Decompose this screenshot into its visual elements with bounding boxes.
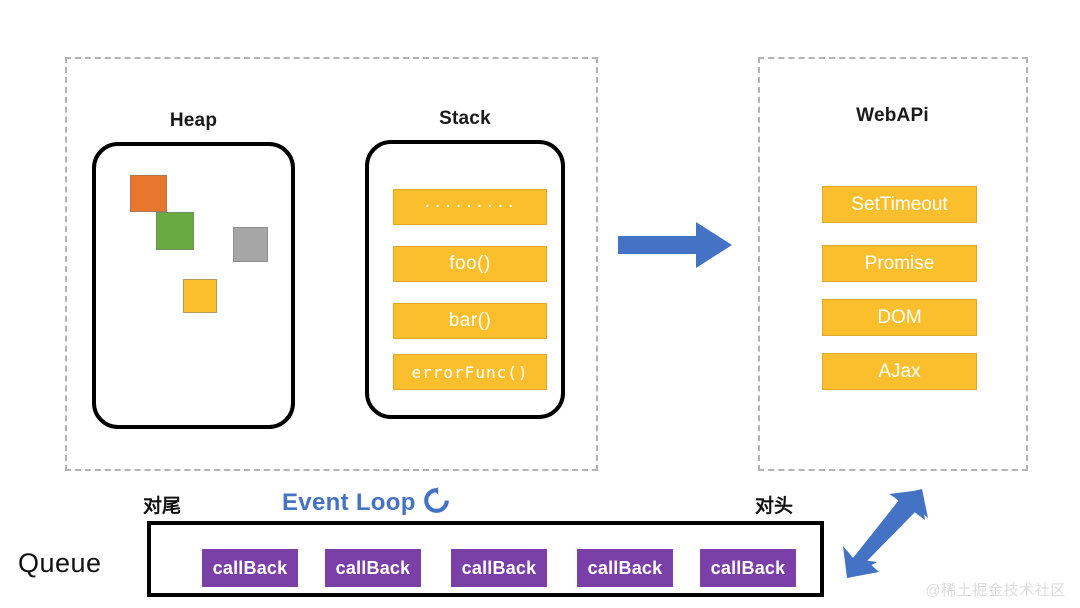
stack-title: Stack: [439, 108, 491, 129]
queue-tail-label: 对尾: [143, 496, 182, 517]
queue-head-label: 对头: [755, 496, 794, 517]
heap-title: Heap: [169, 110, 218, 131]
arrow-down-left-icon: [833, 486, 929, 587]
queue-callback-chip-4: callBack: [577, 549, 673, 587]
queue-callback-chip-3: callBack: [451, 549, 547, 587]
heap-panel: [92, 142, 295, 429]
refresh-loop-icon: [423, 487, 450, 519]
webapi-item-dom: DOM: [822, 299, 977, 336]
event-loop-label: Event Loop: [282, 489, 416, 516]
watermark: @稀土掘金技术社区: [925, 582, 1066, 599]
webapi-container: [758, 57, 1028, 471]
webapi-title: WebAPi: [856, 105, 929, 126]
queue-callback-chip-2: callBack: [325, 549, 421, 587]
queue-callback-chip-5: callBack: [700, 549, 796, 587]
stack-frame-bar: bar(): [393, 303, 547, 339]
stack-frame-errorfunc: errorFunc(): [393, 354, 547, 390]
webapi-item-ajax: AJax: [822, 353, 977, 390]
heap-block-orange: [130, 175, 167, 212]
heap-block-yellow: [183, 279, 217, 313]
queue-label: Queue: [18, 548, 102, 578]
arrow-right-icon: [618, 216, 734, 279]
heap-block-gray: [233, 227, 268, 262]
event-loop-group: Event Loop: [282, 487, 450, 519]
webapi-item-settimeout: SetTimeout: [822, 186, 977, 223]
queue-callback-chip-1: callBack: [202, 549, 298, 587]
stack-frame-ellipsis: ·········: [393, 189, 547, 225]
stack-panel: ········· foo() bar() errorFunc(): [365, 140, 565, 419]
heap-block-green: [156, 212, 194, 250]
stack-frame-foo: foo(): [393, 246, 547, 282]
js-engine-container: [65, 57, 598, 471]
webapi-item-promise: Promise: [822, 245, 977, 282]
